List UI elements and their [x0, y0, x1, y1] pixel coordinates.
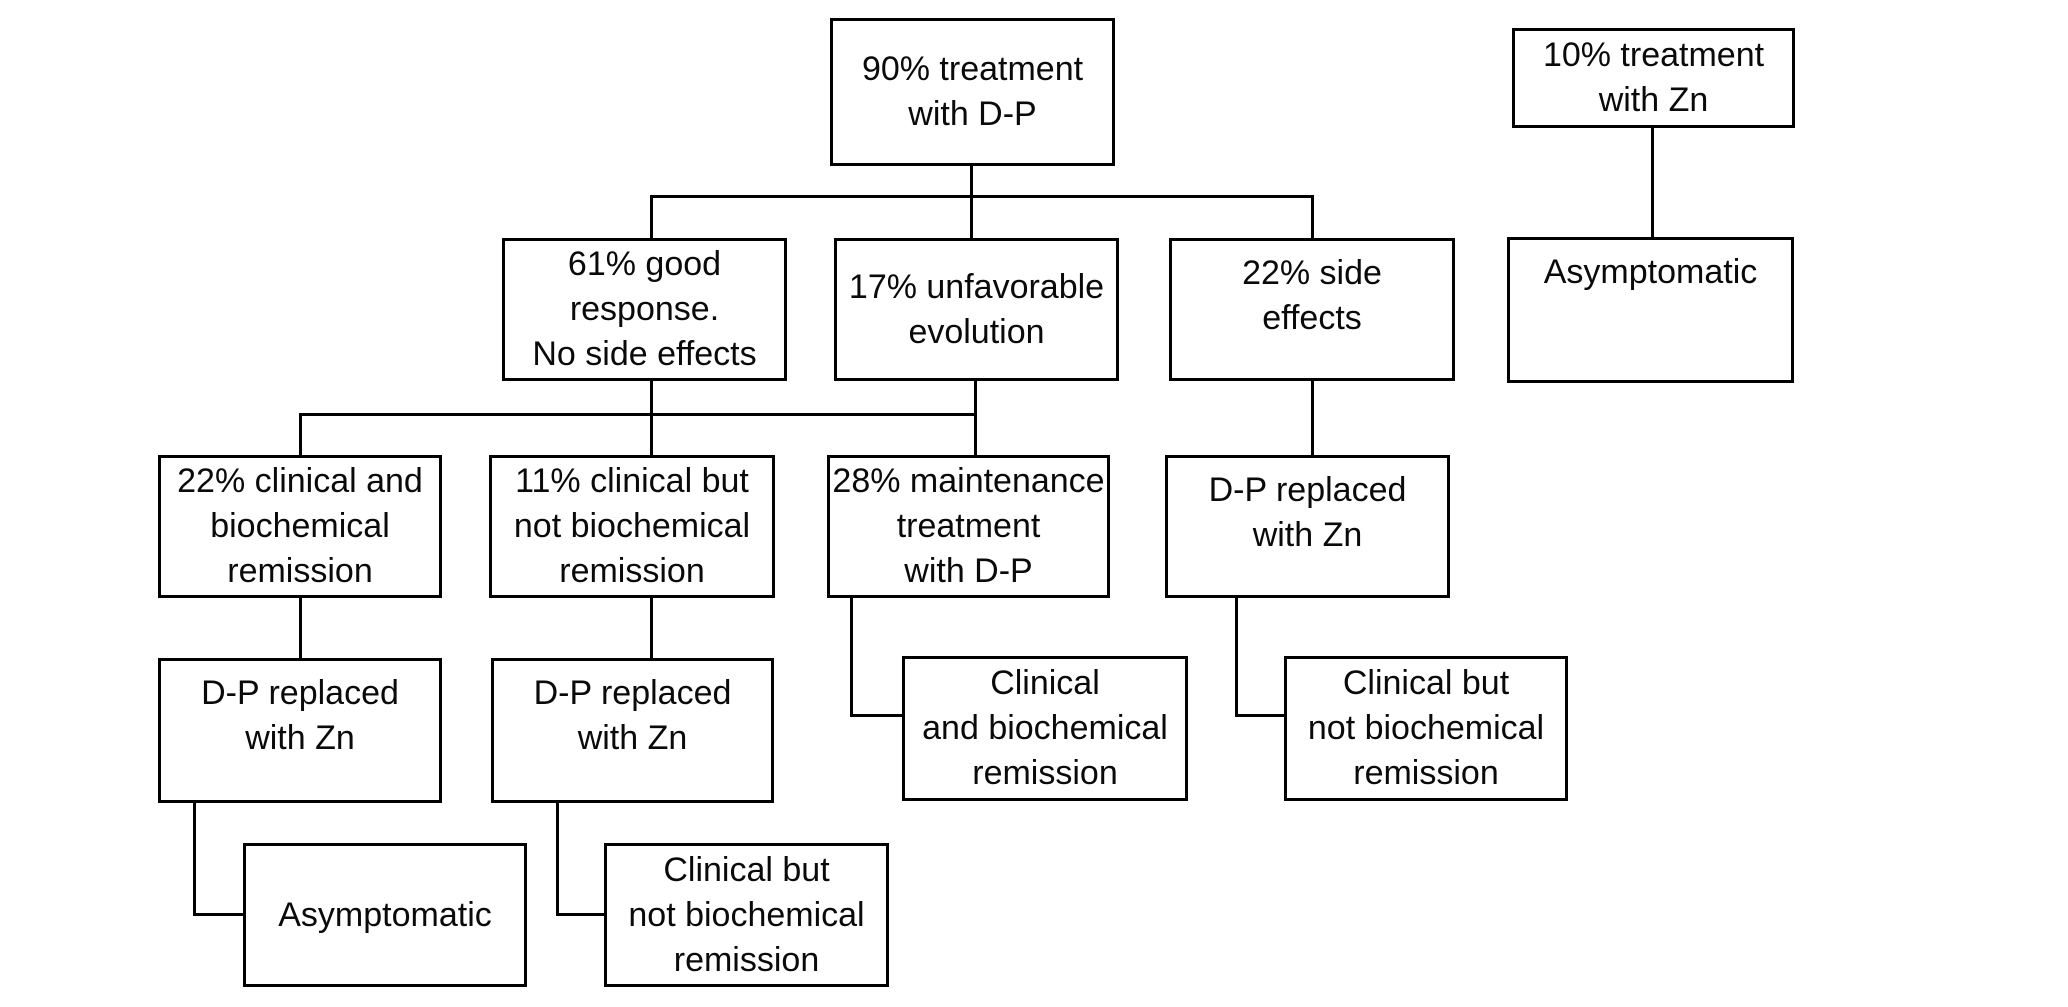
- node-11-clinical-not-biochemical-remission: 11% clinical but not biochemical remissi…: [489, 455, 775, 598]
- node-90-treatment-with-dp: 90% treatment with D-P: [830, 18, 1115, 166]
- connector-dp22-elbow-down: [193, 801, 196, 916]
- connector-22se-to-dp-replaced: [1311, 379, 1314, 457]
- node-dp-replaced-zn-after-side-effects: D-P replaced with Zn: [1165, 455, 1450, 598]
- connector-dp11-elbow-right: [556, 913, 606, 916]
- connector-rail-row3: [301, 413, 977, 416]
- connector-11-to-dp-replaced: [650, 596, 653, 660]
- connector-28-elbow-down: [850, 596, 853, 717]
- node-22-side-effects: 22% side effects: [1169, 238, 1455, 381]
- node-10-treatment-with-zn: 10% treatment with Zn: [1512, 28, 1795, 128]
- connector-dpside-elbow-right: [1235, 714, 1286, 717]
- connector-90dp-down: [970, 164, 973, 240]
- node-clinical-not-biochemical-remission-final: Clinical but not biochemical remission: [604, 843, 889, 987]
- node-asymptomatic-dp: Asymptomatic: [243, 843, 527, 987]
- node-clinical-and-biochemical-remission: Clinical and biochemical remission: [902, 656, 1188, 801]
- connector-22cr-to-dp-replaced: [299, 596, 302, 660]
- node-clinical-not-biochemical-remission-side: Clinical but not biochemical remission: [1284, 656, 1568, 801]
- connector-dpside-elbow-down: [1235, 596, 1238, 717]
- node-61-good-response: 61% good response. No side effects: [502, 238, 787, 381]
- connector-10zn-to-asymptomatic: [1651, 126, 1654, 239]
- connector-28-elbow-right: [850, 714, 904, 717]
- node-dp-replaced-zn-after-22: D-P replaced with Zn: [158, 658, 442, 803]
- node-22-clinical-biochemical-remission: 22% clinical and biochemical remission: [158, 455, 442, 598]
- connector-dp22-elbow-right: [193, 913, 245, 916]
- connector-17-down-to-28: [974, 379, 977, 457]
- node-17-unfavorable-evolution: 17% unfavorable evolution: [834, 238, 1119, 381]
- node-asymptomatic-zn: Asymptomatic: [1507, 237, 1794, 383]
- connector-rail-to-61: [650, 195, 653, 240]
- node-dp-replaced-zn-after-11: D-P replaced with Zn: [491, 658, 774, 803]
- connector-61-down-to-11: [650, 379, 653, 457]
- connector-rail-row2: [650, 195, 1314, 198]
- connector-rail-to-22cr: [299, 413, 302, 457]
- node-28-maintenance-treatment: 28% maintenance treatment with D-P: [827, 455, 1110, 598]
- connector-dp11-elbow-down: [556, 801, 559, 916]
- connector-rail-to-22se: [1311, 195, 1314, 240]
